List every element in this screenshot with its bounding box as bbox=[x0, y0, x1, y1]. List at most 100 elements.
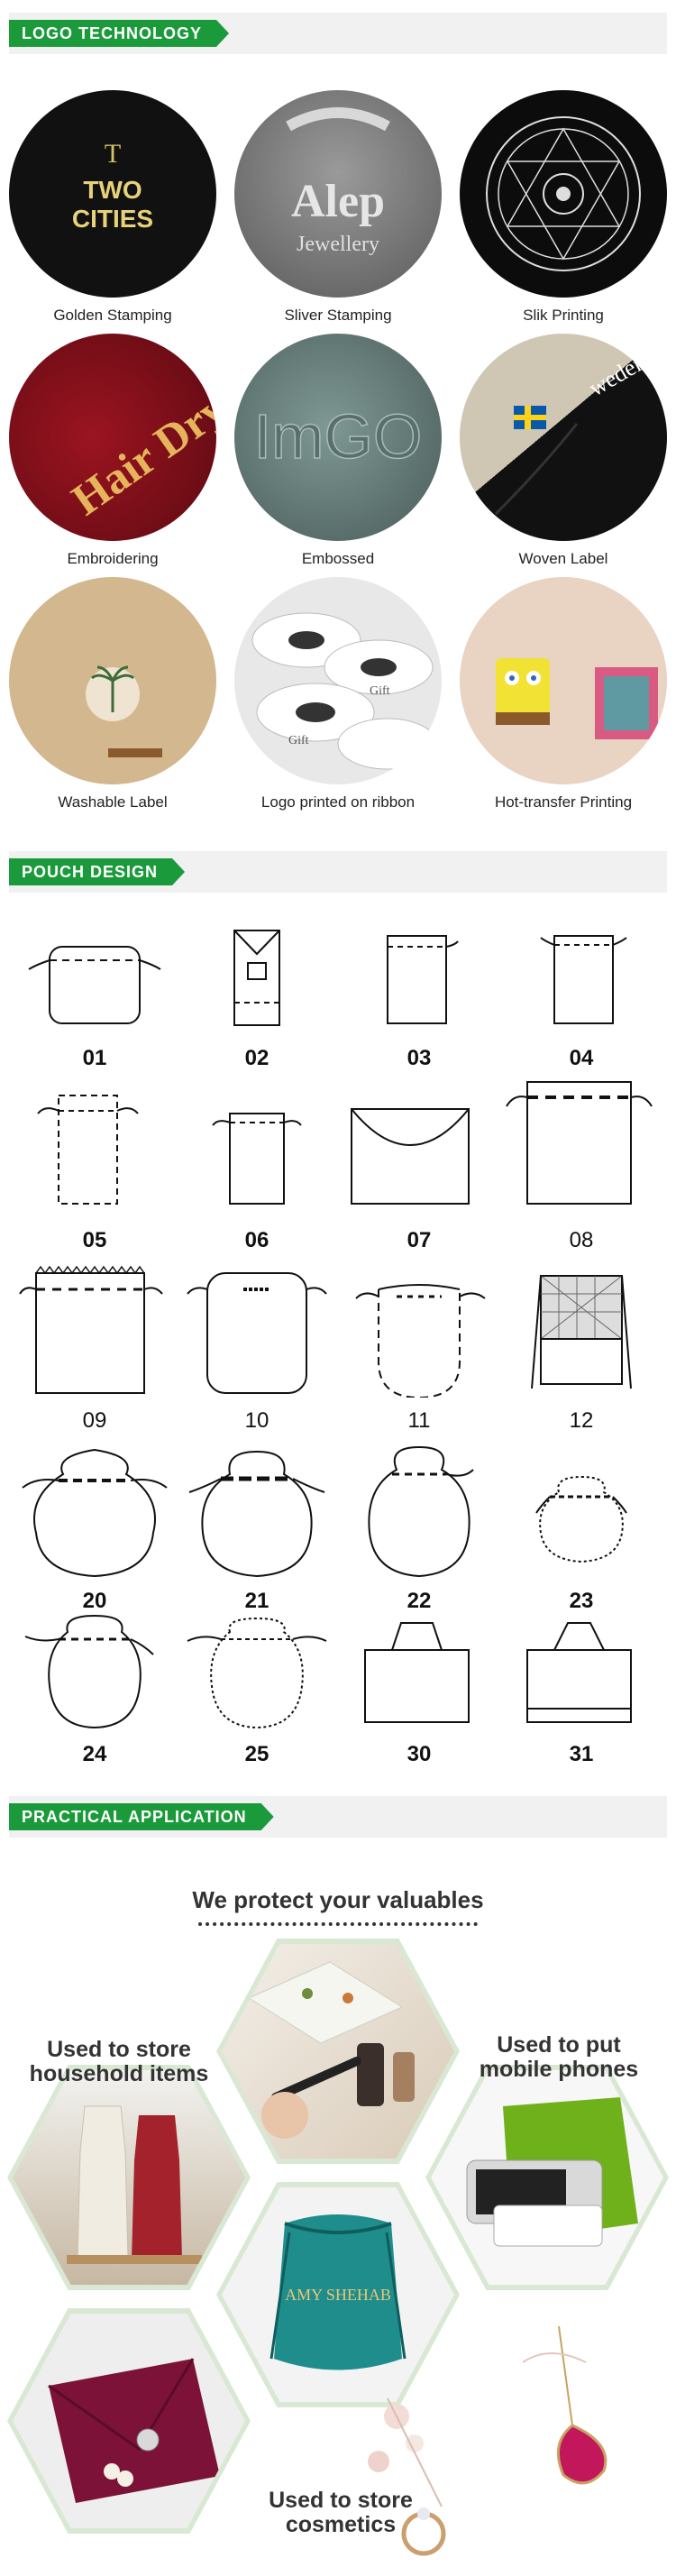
embossed-image: ImGO bbox=[234, 334, 442, 541]
pouch-number: 07 bbox=[407, 1228, 432, 1252]
washable-label-image bbox=[9, 577, 216, 784]
pouch-number: 02 bbox=[244, 1046, 269, 1070]
pouch-shape-02 bbox=[233, 930, 280, 1026]
logo-item-slik-printing: Slik Printing bbox=[460, 90, 667, 325]
pouch-number: 24 bbox=[82, 1742, 107, 1766]
pouch-number: 03 bbox=[407, 1046, 432, 1070]
pouch-shape-24 bbox=[24, 1614, 154, 1729]
pouch-number: 05 bbox=[82, 1228, 107, 1252]
svg-text:CITIES: CITIES bbox=[72, 205, 153, 233]
section-title-logo: LOGO TECHNOLOGY bbox=[9, 20, 229, 47]
logo-item-washable-label: Washable Label bbox=[9, 577, 216, 811]
desk-items-icon bbox=[247, 1961, 415, 2139]
svg-text:ImGO: ImGO bbox=[254, 401, 423, 472]
section-header-logo: LOGO TECHNOLOGY bbox=[9, 13, 667, 54]
pouch-number: 30 bbox=[407, 1742, 432, 1766]
pouch-shape-31 bbox=[526, 1622, 632, 1723]
logo-item-label: Woven Label bbox=[518, 550, 608, 567]
logo-item-label: Hot-transfer Printing bbox=[494, 793, 633, 811]
svg-text:Gift: Gift bbox=[370, 684, 390, 698]
flowers-jewelry-illustration bbox=[368, 2325, 607, 2556]
logo-item-label: Logo printed on ribbon bbox=[260, 793, 416, 811]
green-phone-pouch-icon bbox=[466, 2097, 638, 2247]
pouch-number: 01 bbox=[82, 1046, 107, 1070]
logo-item-embossed: ImGO Embossed bbox=[234, 334, 442, 568]
hex-jewelry-pouch-image bbox=[13, 2314, 245, 2528]
section-header-practical: PRACTICAL APPLICATION bbox=[9, 1796, 667, 1838]
pouch-number: 20 bbox=[82, 1589, 107, 1613]
sponge-print-icon bbox=[496, 658, 658, 739]
embroidering-image: Hair Dryer bbox=[9, 334, 216, 541]
wine-bag-icon bbox=[67, 2105, 202, 2264]
caption-phones-text: Used to put mobile phones bbox=[479, 2032, 639, 2082]
embroidered-text-icon: Hair Dryer bbox=[62, 360, 216, 525]
pouch-shape-03 bbox=[387, 935, 459, 1024]
logo-item-label: Sliver Stamping bbox=[284, 307, 392, 324]
silver-stamp-logo-icon: Alep Jewellery bbox=[286, 107, 390, 256]
pouch-shape-20 bbox=[22, 1448, 168, 1578]
logo-item-woven-label: weden Woven Label bbox=[460, 334, 667, 568]
title-dotted-underline bbox=[198, 1922, 478, 1926]
ribbon-image: Gift Gift bbox=[234, 577, 442, 784]
logo-item-ribbon: Gift Gift Logo printed on ribbon bbox=[234, 577, 442, 811]
caption-household: Used to store household items bbox=[20, 2038, 218, 2086]
pouch-number: 12 bbox=[569, 1408, 594, 1433]
ribbon-rolls-icon: Gift Gift bbox=[251, 612, 438, 770]
section-title-pouch: POUCH DESIGN bbox=[9, 858, 185, 885]
logo-item-label: Washable Label bbox=[58, 793, 168, 811]
embossed-logo-icon: ImGO bbox=[253, 400, 423, 472]
pouch-shape-05 bbox=[37, 1095, 139, 1205]
pouch-shape-04 bbox=[540, 935, 627, 1024]
pouch-number: 08 bbox=[569, 1228, 594, 1252]
pouch-number: 31 bbox=[569, 1742, 594, 1766]
heart-pendant-icon bbox=[556, 2424, 607, 2485]
pouch-shape-12 bbox=[531, 1275, 632, 1389]
caption-household-text: Used to store household items bbox=[29, 2037, 209, 2086]
section-title-practical: PRACTICAL APPLICATION bbox=[9, 1803, 274, 1830]
pouch-number: 04 bbox=[569, 1046, 594, 1070]
hex-teal-bag-image: AMY SHEHAB bbox=[222, 2187, 454, 2402]
pouch-shape-22 bbox=[368, 1445, 474, 1578]
hex-phone-pouch-image bbox=[431, 2070, 663, 2285]
slik-printing-image bbox=[460, 90, 667, 298]
pouch-shape-10 bbox=[187, 1272, 327, 1394]
pouch-number: 09 bbox=[82, 1408, 107, 1433]
woven-flag-icon: weden bbox=[494, 348, 651, 516]
woven-label-image: weden bbox=[460, 334, 667, 541]
hot-transfer-image bbox=[460, 577, 667, 784]
pouch-shape-09 bbox=[19, 1265, 163, 1394]
pouch-number: 21 bbox=[244, 1589, 269, 1613]
pouch-shape-08 bbox=[506, 1081, 653, 1205]
pouch-shape-06 bbox=[212, 1113, 302, 1205]
svg-text:T: T bbox=[105, 139, 121, 169]
sliver-stamping-image: Alep Jewellery bbox=[234, 90, 442, 298]
pouch-shape-11 bbox=[355, 1284, 486, 1398]
logo-item-label: Slik Printing bbox=[523, 307, 604, 324]
svg-text:TWO: TWO bbox=[83, 176, 142, 204]
svg-text:Jewellery: Jewellery bbox=[297, 233, 379, 256]
magic-circle-print-icon bbox=[486, 116, 641, 271]
pouch-shape-01 bbox=[28, 946, 161, 1024]
burgundy-pouch-icon bbox=[48, 2358, 220, 2503]
pouch-shape-23 bbox=[535, 1475, 627, 1563]
logo-item-golden-stamping: T TWO CITIES Golden Stamping bbox=[9, 90, 216, 325]
caption-phones: Used to put mobile phones bbox=[460, 2033, 658, 2082]
pouch-shape-21 bbox=[188, 1450, 325, 1578]
practical-title: We protect your valuables bbox=[192, 1886, 484, 1913]
pouch-number: 23 bbox=[569, 1589, 594, 1613]
hex-wine-bags-image bbox=[13, 2070, 245, 2285]
pouch-shape-07 bbox=[351, 1108, 470, 1205]
golden-stamping-image: T TWO CITIES bbox=[9, 90, 216, 298]
pouch-shape-25 bbox=[187, 1617, 327, 1729]
section-header-pouch: POUCH DESIGN bbox=[9, 851, 667, 893]
caption-cosmetics: Used to store cosmetics bbox=[233, 2489, 449, 2537]
logo-item-label: Golden Stamping bbox=[53, 307, 172, 324]
hex-desk-scene-image bbox=[222, 1944, 454, 2159]
pouch-number: 22 bbox=[407, 1589, 432, 1613]
palm-tree-label-icon bbox=[86, 665, 162, 757]
pouch-number: 11 bbox=[407, 1408, 431, 1433]
pouch-number: 10 bbox=[244, 1408, 269, 1433]
golden-stamp-logo-icon: T TWO CITIES bbox=[72, 139, 153, 233]
pouch-shape-30 bbox=[364, 1622, 470, 1723]
